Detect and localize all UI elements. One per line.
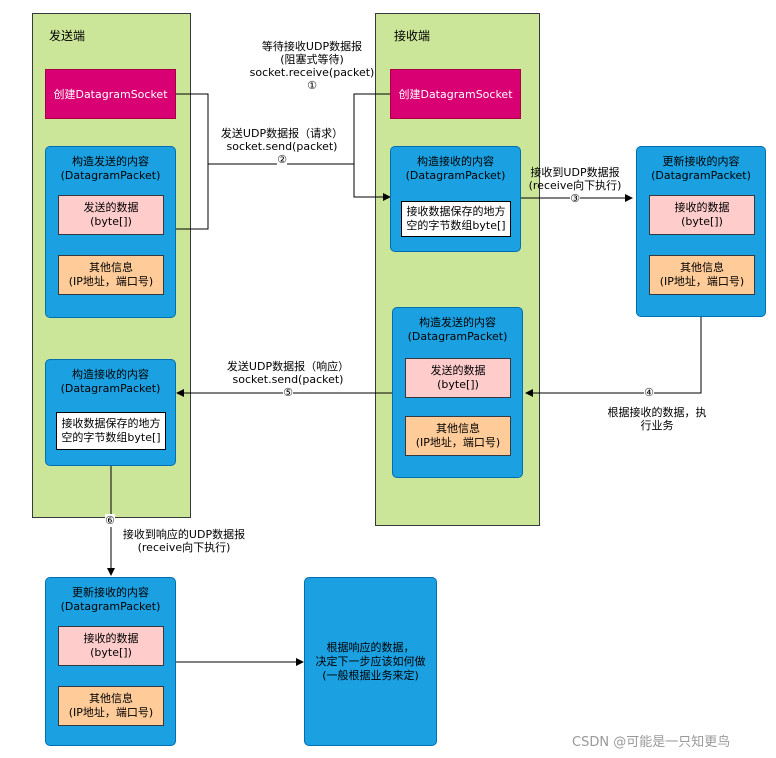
receiver-updated-packet-title: 更新接收的内容 (DatagramPacket) <box>651 155 751 182</box>
sender-send-info-box: 其他信息 (IP地址，端口号) <box>58 255 164 295</box>
sender-updated-data-box: 接收的数据 (byte[]) <box>58 626 164 666</box>
sender-recv-packet-box: 构造接收的内容 (DatagramPacket) 接收数据保存的地方 空的字节数… <box>45 359 176 466</box>
label-received: 接收到UDP数据报 (receive向下执行) ③ <box>528 166 622 205</box>
receiver-send-data-box: 发送的数据 (byte[]) <box>405 358 511 398</box>
receiver-send-packet-title: 构造发送的内容 (DatagramPacket) <box>407 316 508 343</box>
step-1-marker: ① <box>307 79 317 92</box>
receiver-recv-packet-title: 构造接收的内容 (DatagramPacket) <box>405 155 506 182</box>
sender-updated-packet-title: 更新接收的内容 (DatagramPacket) <box>60 586 161 613</box>
label-received-response: 接收到响应的UDP数据报 (receive向下执行) <box>122 528 246 554</box>
sender-updated-packet-box: 更新接收的内容 (DatagramPacket) 接收的数据 (byte[]) … <box>45 577 176 746</box>
receiver-updated-data-box: 接收的数据 (byte[]) <box>649 195 755 235</box>
receiver-send-info-box: 其他信息 (IP地址，端口号) <box>405 416 511 456</box>
label-send-request: 发送UDP数据报（请求） socket.send(packet) ② <box>220 127 344 166</box>
sender-send-packet-box: 构造发送的内容 (DatagramPacket) 发送的数据 (byte[]) … <box>45 146 176 318</box>
step-3-marker: ③ <box>570 192 580 205</box>
arrow-business <box>525 317 702 397</box>
receiver-recv-buffer-box: 接收数据保存的地方 空的字节数组byte[] <box>401 201 511 237</box>
receiver-socket-box: 创建DatagramSocket <box>390 69 521 119</box>
step-6-marker: ⑥ <box>105 514 115 527</box>
receiver-updated-packet-box: 更新接收的内容 (DatagramPacket) 接收的数据 (byte[]) … <box>636 146 766 317</box>
label-business: 根据接收的数据，执 行业务 <box>607 406 707 432</box>
receiver-lane-title: 接收端 <box>394 29 431 43</box>
arrow-request <box>208 163 391 201</box>
connector-send-request <box>163 93 209 230</box>
decision-box: 根据响应的数据， 决定下一步应该如何做 (一般根据业务来定) <box>304 577 437 746</box>
label-send-response: 发送UDP数据报（响应） socket.send(packet) ⑤ <box>226 360 350 399</box>
step-4-marker: ④ <box>644 386 654 399</box>
label-wait-receive: 等待接收UDP数据报 (阻塞式等待) socket.receive(packet… <box>246 40 378 92</box>
watermark: CSDN @可能是一只知更鸟 <box>572 735 731 750</box>
sender-send-data-box: 发送的数据 (byte[]) <box>58 195 164 235</box>
sender-recv-buffer-box: 接收数据保存的地方 空的字节数组byte[] <box>56 412 166 450</box>
sender-lane-title: 发送端 <box>49 29 86 43</box>
step-5-marker: ⑤ <box>283 386 293 399</box>
receiver-socket-label: 创建DatagramSocket <box>398 88 513 101</box>
sender-socket-label: 创建DatagramSocket <box>53 88 168 101</box>
sender-socket-box: 创建DatagramSocket <box>45 69 176 119</box>
receiver-recv-packet-box: 构造接收的内容 (DatagramPacket) 接收数据保存的地方 空的字节数… <box>390 146 521 252</box>
step-2-marker: ② <box>277 153 287 166</box>
receiver-send-packet-box: 构造发送的内容 (DatagramPacket) 发送的数据 (byte[]) … <box>392 307 523 478</box>
sender-send-packet-title: 构造发送的内容 (DatagramPacket) <box>60 155 161 182</box>
connector-receive-wait <box>353 93 390 164</box>
receiver-updated-info-box: 其他信息 (IP地址，端口号) <box>649 255 755 295</box>
sender-updated-info-box: 其他信息 (IP地址，端口号) <box>58 686 164 726</box>
sender-recv-packet-title: 构造接收的内容 (DatagramPacket) <box>60 368 161 395</box>
